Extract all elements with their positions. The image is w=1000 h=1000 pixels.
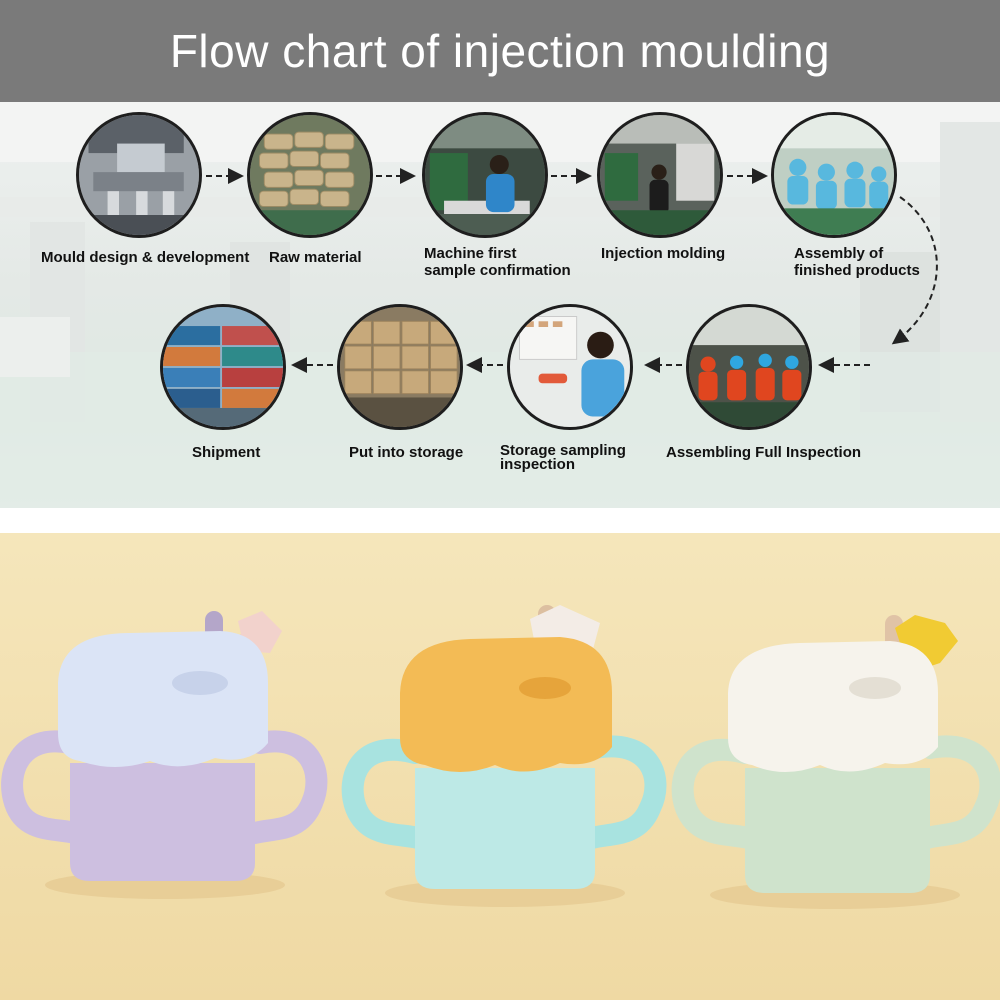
step-shipment-photo (160, 304, 286, 430)
material-sacks-icon (250, 115, 370, 235)
step-label: Injection molding (601, 245, 725, 262)
shipping-containers-icon (163, 307, 283, 427)
label-line: Raw material (269, 249, 362, 266)
label-line: Storage sampling (500, 442, 626, 459)
sampling-worker-icon (510, 307, 630, 427)
injection-line-icon (600, 115, 720, 235)
title-banner: Flow chart of injection moulding (0, 0, 1000, 102)
step-storage-sampling-photo (507, 304, 633, 430)
step-injection-molding-photo (597, 112, 723, 238)
label-line: Machine first (424, 245, 517, 262)
label-line: finished products (794, 262, 920, 279)
step-label: Raw material (269, 249, 362, 266)
step-label: Put into storage (349, 444, 463, 461)
step-label: Shipment (192, 444, 260, 461)
label-line: inspection (500, 456, 576, 473)
step-put-into-storage-photo (337, 304, 463, 430)
step-label: Assembling Full Inspection (666, 444, 861, 461)
step-label: Assembly of finished products (794, 245, 920, 279)
label-line: Injection molding (601, 245, 726, 262)
label-line: Put into storage (349, 444, 464, 461)
flow-connectors (206, 168, 938, 373)
step-raw-material-photo (247, 112, 373, 238)
label-line: Shipment (192, 444, 261, 461)
inspection-workers-icon (689, 307, 809, 427)
flow-chart: Mould design & development Raw material … (0, 102, 1000, 508)
carton-stacks-icon (340, 307, 460, 427)
cup-lavender (1, 611, 328, 899)
cup-sage-white (671, 615, 1000, 909)
page-title: Flow chart of injection moulding (169, 25, 831, 77)
assembly-workers-icon (774, 115, 894, 235)
mould-machine-icon (79, 115, 199, 235)
step-label: Storage sampling inspection (500, 442, 626, 473)
worker-at-machine-icon (425, 115, 545, 235)
sippy-cups-illustration (0, 533, 1000, 1000)
label-line: Assembly of (794, 245, 884, 262)
label-line: Mould design & development (41, 249, 250, 266)
step-assembly-finished-photo (771, 112, 897, 238)
step-label: Mould design & development (41, 249, 249, 266)
label-line: sample confirmation (424, 262, 571, 279)
step-label: Machine first sample confirmation (424, 245, 571, 279)
step-machine-first-sample-photo (422, 112, 548, 238)
product-photo (0, 533, 1000, 1000)
step-mould-design-photo (76, 112, 202, 238)
label-line: Assembling Full Inspection (666, 444, 862, 461)
cup-mint-orange (341, 605, 667, 907)
step-assembling-inspection-photo (686, 304, 812, 430)
